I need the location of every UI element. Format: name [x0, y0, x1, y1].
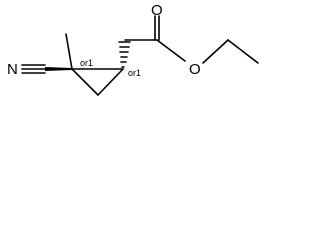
nitrile-wedge-bond [45, 67, 72, 71]
stereo-label-ring-ester: or1 [128, 68, 141, 78]
stereo-label-quaternary: or1 [80, 58, 93, 68]
nitrile-nitrogen-label: N [7, 61, 18, 78]
molecule-structure: N O O or1 or1 [7, 2, 259, 96]
carbonyl-oxygen-label: O [151, 2, 163, 19]
cyclopropane-ring [71, 68, 124, 96]
nitrile-triple-bond [21, 64, 46, 74]
ethyl-group [202, 39, 259, 64]
ester-oxygen-bond [156, 39, 186, 62]
carbonyl-double-bond [154, 15, 160, 41]
ester-hashed-wedge-bond [118, 41, 131, 68]
ester-oxygen-label: O [189, 61, 201, 78]
methyl-bond [65, 33, 73, 70]
